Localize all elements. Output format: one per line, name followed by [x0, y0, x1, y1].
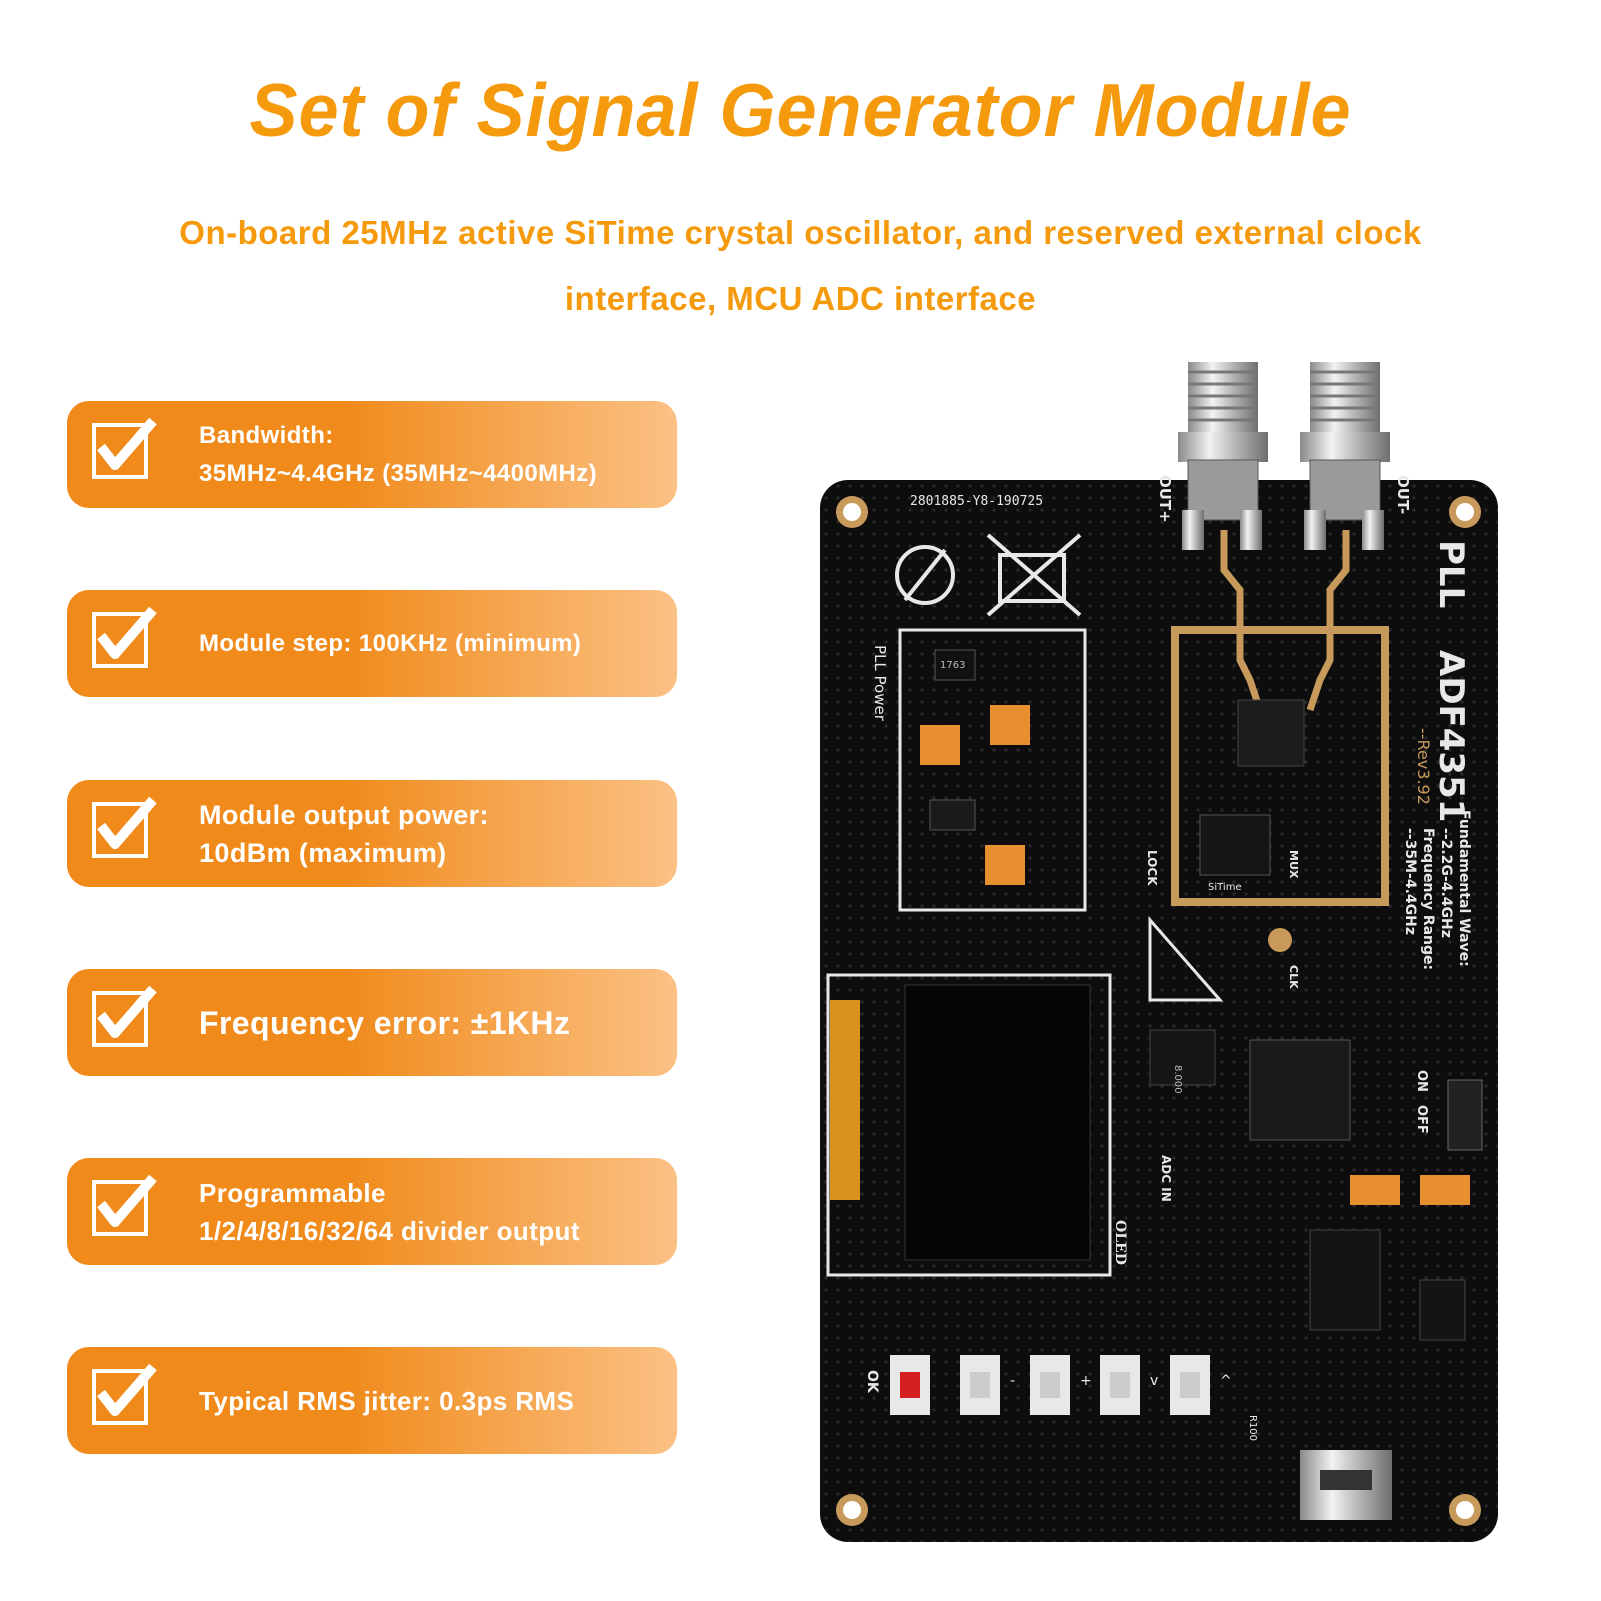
feature-line-1: Frequency error: ±1KHz — [199, 1004, 571, 1041]
feature-line-1: Module step: 100KHz (minimum) — [199, 629, 582, 657]
svg-text:8.000: 8.000 — [1172, 1065, 1183, 1094]
svg-text:ON: ON — [1414, 1070, 1429, 1092]
feature-line-2: 10dBm (maximum) — [199, 837, 447, 868]
pll-power-label: PLL Power — [871, 645, 889, 722]
feature-text: Module step: 100KHz (minimum) — [199, 590, 667, 697]
pcb-board-image: 2801885-Y8-190725 OUT+ OUT- PLL Power 17… — [820, 362, 1498, 1542]
page-subtitle: On-board 25MHz active SiTime crystal osc… — [100, 200, 1501, 332]
feature-line-1: Programmable — [199, 1177, 386, 1208]
svg-text:Frequency Range:: Frequency Range: — [1420, 828, 1436, 970]
feature-bandwidth: Bandwidth: 35MHz~4.4GHz (35MHz~4400MHz) — [67, 401, 677, 508]
svg-text:v: v — [1150, 1373, 1158, 1389]
pll-label: PLL — [1431, 540, 1471, 608]
svg-text:OUT-: OUT- — [1394, 475, 1412, 514]
checkmark-icon — [92, 796, 157, 858]
svg-text:Fundamental Wave:: Fundamental Wave: — [1456, 810, 1472, 967]
svg-text:--2.2G-4.4GHz: --2.2G-4.4GHz — [1438, 828, 1454, 938]
svg-text:--35M-4.4GHz: --35M-4.4GHz — [1402, 828, 1418, 935]
feature-jitter: Typical RMS jitter: 0.3ps RMS — [67, 1347, 677, 1454]
checkmark-icon — [92, 1174, 157, 1236]
svg-text:ADC IN: ADC IN — [1159, 1155, 1173, 1202]
svg-text:CLK: CLK — [1287, 965, 1300, 989]
svg-text:R100: R100 — [1247, 1415, 1258, 1441]
svg-text:^: ^ — [1220, 1373, 1232, 1389]
svg-text:--Rev3.92: --Rev3.92 — [1414, 728, 1433, 805]
chip-label: ADF4351 — [1431, 650, 1471, 822]
feature-divider: Programmable 1/2/4/8/16/32/64 divider ou… — [67, 1158, 677, 1265]
subtitle-line-1: On-board 25MHz active SiTime crystal osc… — [179, 214, 1422, 251]
svg-text:1763: 1763 — [940, 660, 965, 671]
sma-connector-minus — [1300, 362, 1390, 550]
checkmark-icon — [92, 985, 157, 1047]
board-buttons: OK - + v ^ — [864, 1355, 1232, 1415]
svg-text:OUT+: OUT+ — [1156, 475, 1174, 523]
svg-text:OK: OK — [864, 1370, 880, 1394]
svg-text:-: - — [1010, 1373, 1015, 1389]
oled-ribbon — [830, 1000, 860, 1200]
feature-line-1: Module output power: — [199, 799, 489, 830]
checkmark-icon — [92, 606, 157, 668]
checkmark-icon — [92, 1363, 157, 1425]
svg-text:OFF: OFF — [1414, 1105, 1429, 1134]
svg-text:+: + — [1080, 1373, 1092, 1389]
feature-line-2: 1/2/4/8/16/32/64 divider output — [199, 1215, 580, 1246]
sma-connector-plus — [1178, 362, 1268, 550]
feature-frequency-error: Frequency error: ±1KHz — [67, 969, 677, 1076]
feature-line-1: Bandwidth: — [199, 421, 334, 449]
page-title: Set of Signal Generator Module — [249, 69, 1352, 153]
svg-text:LOCK: LOCK — [1145, 850, 1159, 886]
feature-line-2: 35MHz~4.4GHz (35MHz~4400MHz) — [199, 459, 598, 487]
feature-text: Typical RMS jitter: 0.3ps RMS — [199, 1347, 667, 1454]
svg-text:OLED: OLED — [1112, 1220, 1128, 1265]
subtitle-line-2: interface, MCU ADC interface — [564, 280, 1037, 317]
svg-text:SiTime: SiTime — [1208, 882, 1242, 893]
feature-text: Frequency error: ±1KHz — [199, 969, 667, 1076]
feature-text: Programmable 1/2/4/8/16/32/64 divider ou… — [199, 1158, 667, 1265]
checkmark-icon — [92, 417, 157, 479]
oled-screen — [904, 984, 1091, 1261]
feature-line-1: Typical RMS jitter: 0.3ps RMS — [199, 1385, 575, 1416]
board-serial: 2801885-Y8-190725 — [910, 494, 1043, 509]
feature-module-step: Module step: 100KHz (minimum) — [67, 590, 677, 697]
feature-text: Module output power: 10dBm (maximum) — [199, 780, 667, 887]
mounting-holes — [836, 496, 1481, 1526]
feature-output-power: Module output power: 10dBm (maximum) — [67, 780, 677, 887]
svg-text:MUX: MUX — [1287, 850, 1300, 879]
feature-text: Bandwidth: 35MHz~4.4GHz (35MHz~4400MHz) — [199, 401, 667, 508]
